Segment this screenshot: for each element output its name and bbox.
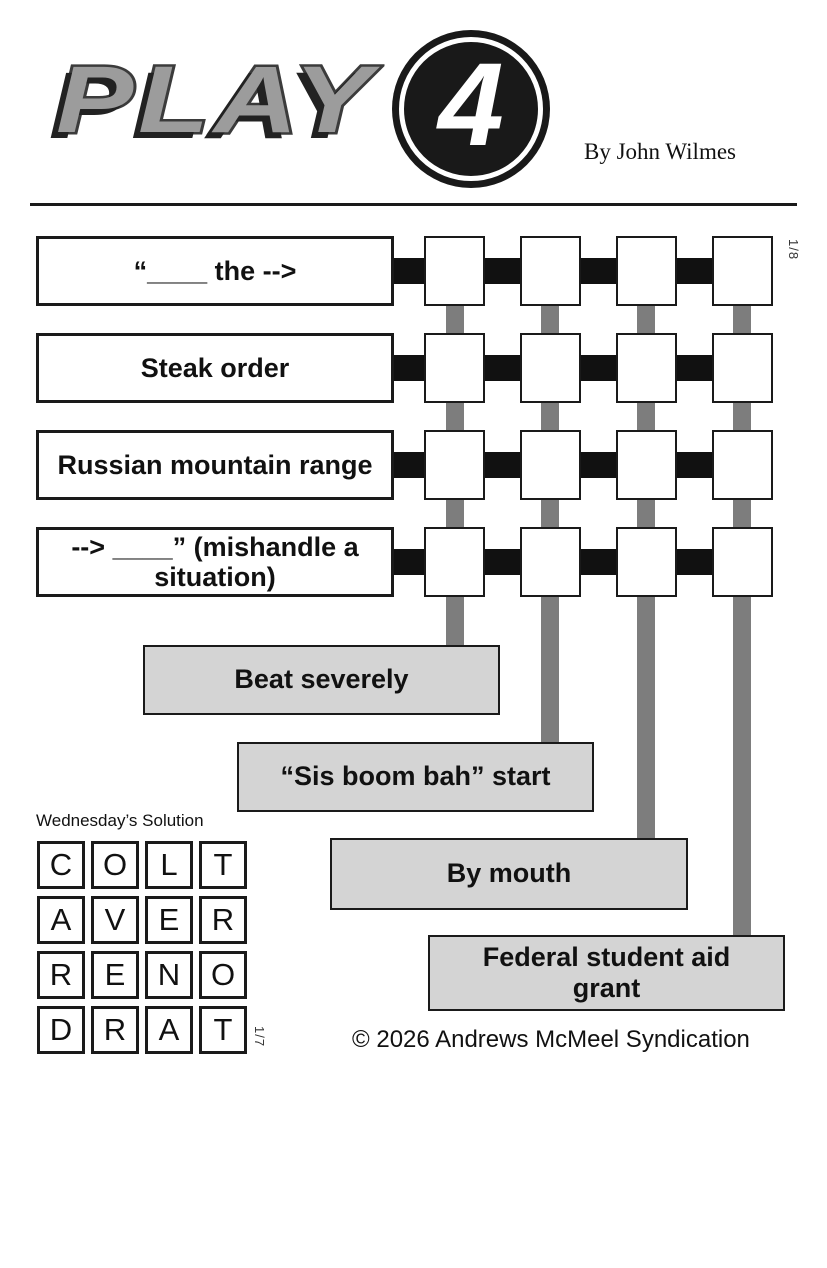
row3-connector-1 [485,452,520,478]
logo-number: 4 [438,39,504,171]
solution-cell-4-4: T [199,1006,247,1054]
across-clue-3: Russian mountain range [36,430,394,500]
grid-cell-4-1[interactable] [424,527,485,597]
row2-connector-2 [581,355,616,381]
solution-cell-1-2: O [91,841,139,889]
row4-connector-2 [581,549,616,575]
solution-cell-1-1: C [37,841,85,889]
solution-cell-3-1: R [37,951,85,999]
header-divider [30,203,797,206]
grid-cell-1-1[interactable] [424,236,485,306]
puzzle-date-label: 1/8 [786,239,801,261]
byline: By John Wilmes [584,139,736,164]
row2-connector-3 [677,355,712,381]
down-clue-4: Federal student aid grant [428,935,785,1011]
solution-cell-2-2: V [91,896,139,944]
solution-cell-3-3: N [145,951,193,999]
grid-cell-2-2[interactable] [520,333,581,403]
grid-cell-4-4[interactable] [712,527,773,597]
logo-ring [399,37,543,181]
solution-cell-3-2: E [91,951,139,999]
row4-connector-0 [394,549,424,575]
solution-cell-4-1: D [37,1006,85,1054]
play4-logo: PLAY 4 [52,30,582,192]
row3-connector-2 [581,452,616,478]
down-clue-1: Beat severely [143,645,500,715]
grid-cell-2-4[interactable] [712,333,773,403]
grid-cell-3-2[interactable] [520,430,581,500]
down-clue-2-text: “Sis boom bah” start [280,761,551,792]
solution-date-label: 1/7 [252,1026,267,1048]
across-clue-2: Steak order [36,333,394,403]
grid-cell-4-3[interactable] [616,527,677,597]
row1-connector-2 [581,258,616,284]
row4-connector-1 [485,549,520,575]
row1-connector-0 [394,258,424,284]
grid-cell-3-1[interactable] [424,430,485,500]
across-clue-1: “____ the --> [36,236,394,306]
row1-connector-1 [485,258,520,284]
logo-play-text: PLAY [53,45,377,156]
solution-cell-4-2: R [91,1006,139,1054]
grid-cell-1-3[interactable] [616,236,677,306]
grid-cell-1-4[interactable] [712,236,773,306]
row4-connector-3 [677,549,712,575]
across-clue-3-text: Russian mountain range [57,449,373,480]
row3-connector-0 [394,452,424,478]
grid-cell-4-2[interactable] [520,527,581,597]
grid-cell-2-3[interactable] [616,333,677,403]
down-clue-1-text: Beat severely [234,664,409,695]
grid-cell-3-4[interactable] [712,430,773,500]
row1-connector-3 [677,258,712,284]
solution-cell-4-3: A [145,1006,193,1054]
solution-cell-2-4: R [199,896,247,944]
across-clue-2-text: Steak order [140,352,290,383]
solution-cell-2-1: A [37,896,85,944]
down-clue-3-text: By mouth [446,858,572,889]
solution-label: Wednesday’s Solution [36,811,204,830]
grid-cell-2-1[interactable] [424,333,485,403]
solution-cell-3-4: O [199,951,247,999]
across-clue-4-text: --> ____” (mishandle a situation) [71,531,359,592]
across-clue-4: --> ____” (mishandle a situation) [36,527,394,597]
grid-cell-3-3[interactable] [616,430,677,500]
down-clue-3: By mouth [330,838,688,910]
solution-cell-1-3: L [145,841,193,889]
logo-circle: 4 [392,30,550,188]
solution-cell-1-4: T [199,841,247,889]
copyright-text: © 2026 Andrews McMeel Syndication [352,1026,750,1053]
solution-cell-2-3: E [145,896,193,944]
row2-connector-1 [485,355,520,381]
grid-cell-1-2[interactable] [520,236,581,306]
row3-connector-3 [677,452,712,478]
across-clue-1-text: “____ the --> [133,255,297,286]
row2-connector-0 [394,355,424,381]
down-clue-4-text: Federal student aid grant [482,941,731,1003]
down-clue-2: “Sis boom bah” start [237,742,594,812]
